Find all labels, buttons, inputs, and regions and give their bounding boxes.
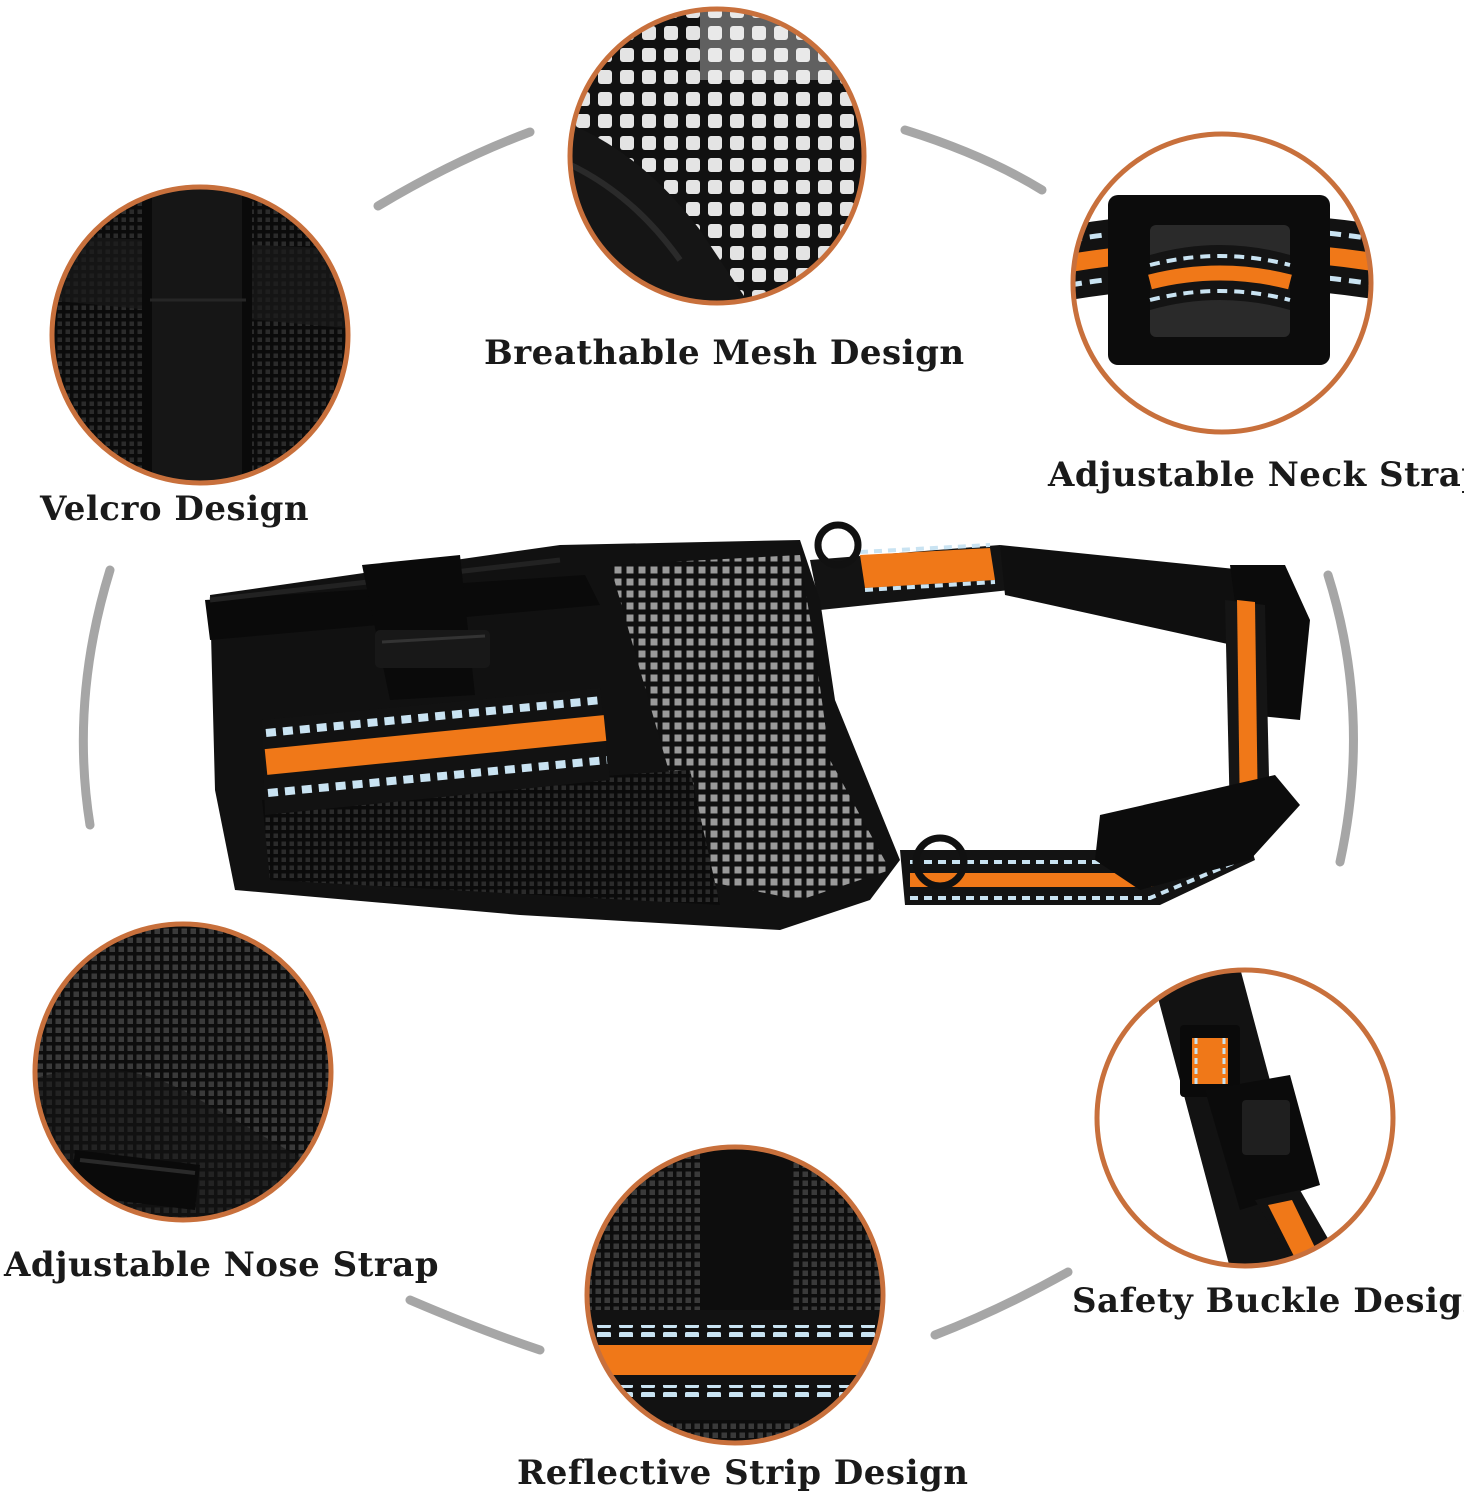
arc-right xyxy=(1323,570,1358,867)
arc-left xyxy=(78,565,115,830)
dog-muzzle-product xyxy=(205,521,1310,930)
reflective-strip-icon xyxy=(584,1144,886,1446)
safety-buckle-icon xyxy=(1094,967,1396,1269)
connector-arcs xyxy=(78,125,1358,1355)
label-breathable-mesh: Breathable Mesh Design xyxy=(484,333,965,373)
label-neck-strap: Adjustable Neck Strap xyxy=(1048,455,1464,495)
label-nose-strap: Adjustable Nose Strap xyxy=(4,1245,440,1285)
neck-strap-buckle-icon xyxy=(1070,131,1374,435)
arc-top-left xyxy=(373,127,535,211)
arc-bottom-left xyxy=(405,1295,545,1355)
mesh-fabric-icon xyxy=(567,6,867,306)
velcro-strap-icon xyxy=(49,184,351,486)
label-safety-buckle: Safety Buckle Design xyxy=(1072,1281,1464,1321)
arc-bottom-right xyxy=(930,1267,1073,1340)
nose-strap-icon xyxy=(32,921,334,1223)
label-reflective-strip: Reflective Strip Design xyxy=(517,1453,969,1493)
label-velcro: Velcro Design xyxy=(40,489,310,529)
arc-top-right xyxy=(900,125,1047,195)
